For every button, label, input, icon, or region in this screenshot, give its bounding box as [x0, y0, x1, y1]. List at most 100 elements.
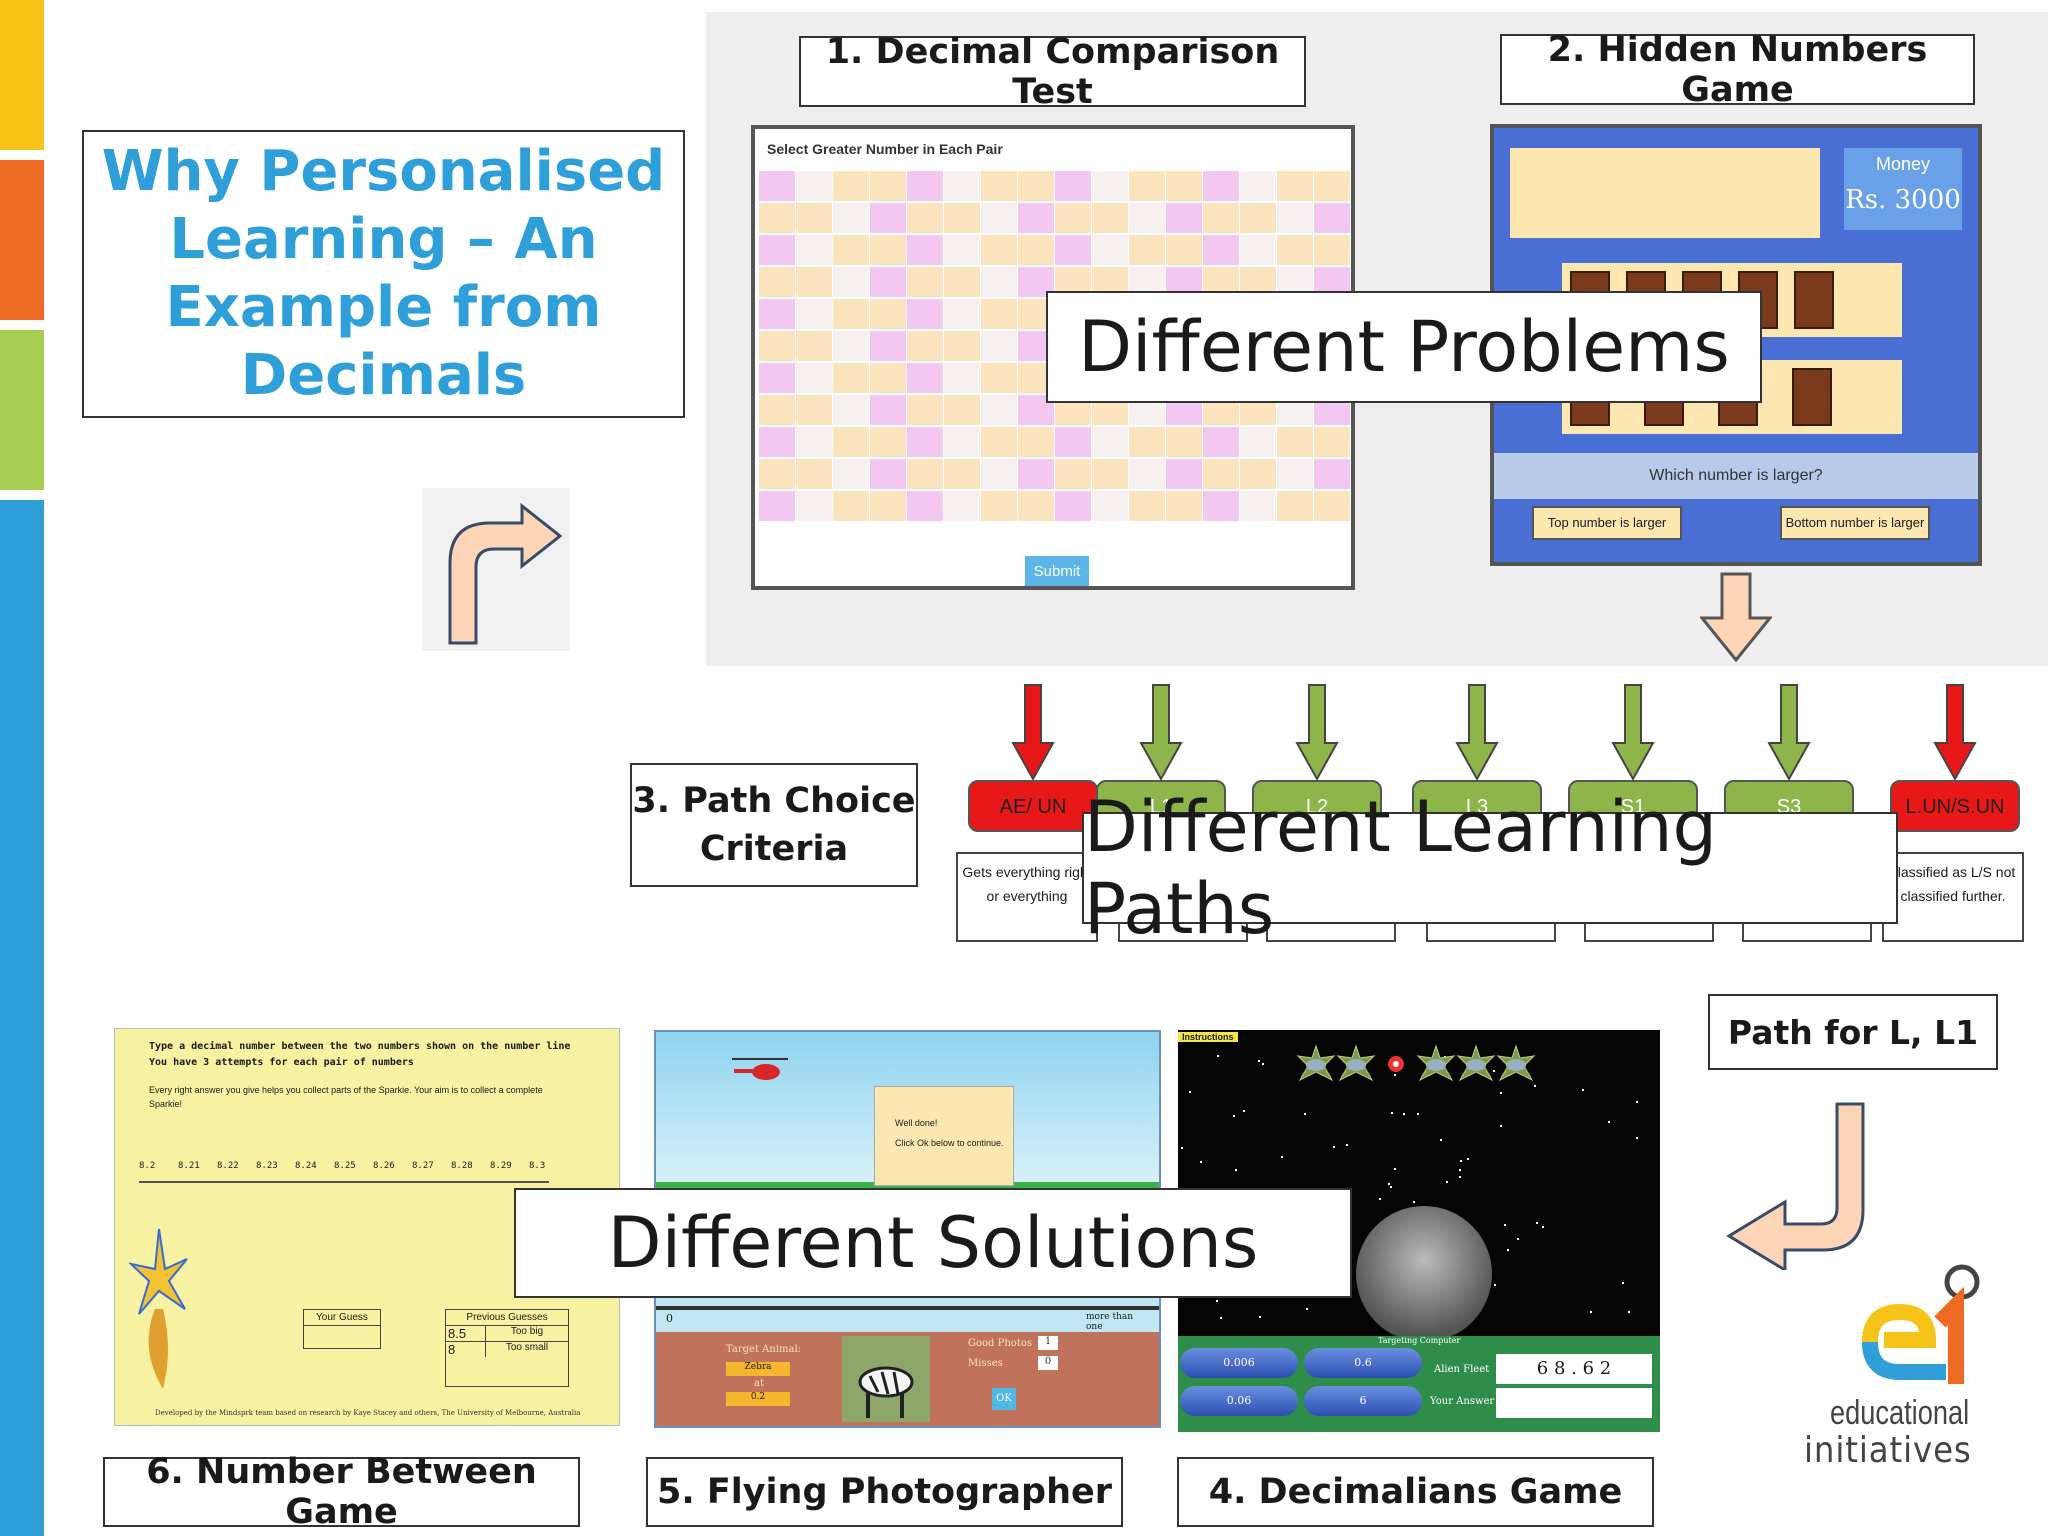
misses-count: 0: [1038, 1356, 1058, 1370]
star: [1582, 1089, 1584, 1091]
bottom-number-button[interactable]: Bottom number is larger: [1780, 506, 1930, 540]
grid-cell: [1314, 203, 1350, 233]
grid-cell: [1314, 459, 1350, 489]
grid-cell: [870, 395, 906, 425]
grid-cell: [1092, 171, 1128, 201]
guess-2: 8: [446, 1342, 486, 1357]
grid-cell: [870, 459, 906, 489]
grid-cell: [1277, 459, 1313, 489]
step-4-label: 4. Decimalians Game: [1177, 1457, 1654, 1527]
submit-button[interactable]: Submit: [1025, 556, 1089, 586]
grid-cell: [944, 395, 980, 425]
green-down-arrow-icon: [1611, 684, 1655, 782]
grid-cell: [1277, 171, 1313, 201]
star: [1446, 1181, 1448, 1183]
alien-ship-icon[interactable]: [1296, 1044, 1336, 1084]
answer-option-button[interactable]: 0.06: [1180, 1386, 1298, 1416]
target-icon[interactable]: [1376, 1044, 1416, 1084]
answer-option-button[interactable]: 0.006: [1180, 1348, 1298, 1378]
star: [1394, 1168, 1396, 1170]
grid-cell: [1018, 235, 1054, 265]
answer-option-button[interactable]: 6: [1304, 1386, 1422, 1416]
star: [1413, 1201, 1415, 1203]
hidden-tile[interactable]: [1794, 271, 1834, 329]
money-label: Money: [1875, 154, 1931, 174]
grid-cell: [1203, 427, 1239, 457]
star: [1235, 1169, 1237, 1171]
grid-cell: [944, 267, 980, 297]
your-guess-box[interactable]: Your Guess: [303, 1309, 381, 1349]
grid-cell: [944, 171, 980, 201]
grid-cell: [981, 299, 1017, 329]
answer-field[interactable]: [1496, 1388, 1652, 1418]
money-value: Rs. 3000: [1845, 185, 1961, 215]
instructions-tab[interactable]: Instructions: [1178, 1032, 1238, 1042]
tick-label: 8.27: [412, 1161, 434, 1171]
grid-cell: [796, 363, 832, 393]
page-title: Why Personalised Learning – An Example f…: [101, 139, 666, 408]
grid-cell: [1018, 203, 1054, 233]
grid-cell: [833, 267, 869, 297]
grid-cell: [796, 299, 832, 329]
grid-cell: [759, 203, 795, 233]
grid-cell: [1240, 203, 1276, 233]
alien-ship-icon[interactable]: [1456, 1044, 1496, 1084]
path-button[interactable]: AE/ UN: [968, 780, 1098, 832]
answer-option-button[interactable]: 0.6: [1304, 1348, 1422, 1378]
grid-cell: [1129, 491, 1165, 521]
grid-cell: [981, 427, 1017, 457]
grid-cell: [759, 235, 795, 265]
nbg-credit: Developed by the Mindsprk team based on …: [155, 1409, 581, 1417]
grid-cell: [833, 235, 869, 265]
ruler-bar: [656, 1306, 1159, 1310]
star: [1440, 1139, 1442, 1141]
alien-ship-icon[interactable]: [1416, 1044, 1456, 1084]
logo-line-1: educational: [1830, 1394, 1970, 1432]
grid-cell: [1240, 171, 1276, 201]
previous-guesses-box: Previous Guesses 8.5 Too big 8 Too small: [445, 1309, 569, 1387]
star: [1507, 1249, 1509, 1251]
tick-label: 8.3: [529, 1161, 546, 1171]
tick-label: 8.26: [373, 1161, 395, 1171]
green-down-arrow-icon: [1295, 684, 1339, 782]
grid-cell: [870, 363, 906, 393]
star: [1379, 1198, 1381, 1200]
path-button[interactable]: L.UN/S.UN: [1890, 780, 2020, 832]
test-heading: Select Greater Number in Each Pair: [767, 141, 1003, 157]
star: [1636, 1137, 1638, 1139]
grid-cell: [1092, 203, 1128, 233]
grid-cell: [1129, 427, 1165, 457]
star: [1459, 1169, 1461, 1171]
grid-cell: [870, 267, 906, 297]
grid-cell: [1314, 427, 1350, 457]
zebra-photo: [842, 1336, 930, 1422]
star: [1220, 1317, 1222, 1319]
grid-cell: [1092, 459, 1128, 489]
star: [1391, 1112, 1393, 1114]
tick-label: 8.22: [217, 1161, 239, 1171]
star: [1233, 1115, 1235, 1117]
ok-button[interactable]: OK: [992, 1388, 1016, 1410]
grid-cell: [944, 427, 980, 457]
star: [1504, 1224, 1506, 1226]
value-field: 0.2: [726, 1392, 790, 1406]
grid-cell: [1055, 235, 1091, 265]
top-number-button[interactable]: Top number is larger: [1532, 506, 1682, 540]
alien-ship-icon[interactable]: [1496, 1044, 1536, 1084]
grid-cell: [1092, 491, 1128, 521]
question-bar: Which number is larger?: [1494, 453, 1978, 499]
alien-ship-icon[interactable]: [1336, 1044, 1376, 1084]
popup-line-2: Click Ok below to continue.: [895, 1138, 1004, 1148]
grid-cell: [907, 203, 943, 233]
grid-cell: [1240, 491, 1276, 521]
star: [1622, 1282, 1624, 1284]
grid-cell: [833, 331, 869, 361]
step-6-label: 6. Number Between Game: [103, 1452, 580, 1532]
hidden-tile[interactable]: [1792, 368, 1832, 426]
star: [1608, 1121, 1610, 1123]
star: [1346, 1144, 1348, 1146]
grid-cell: [981, 203, 1017, 233]
grid-cell: [981, 267, 1017, 297]
grid-cell: [1129, 459, 1165, 489]
